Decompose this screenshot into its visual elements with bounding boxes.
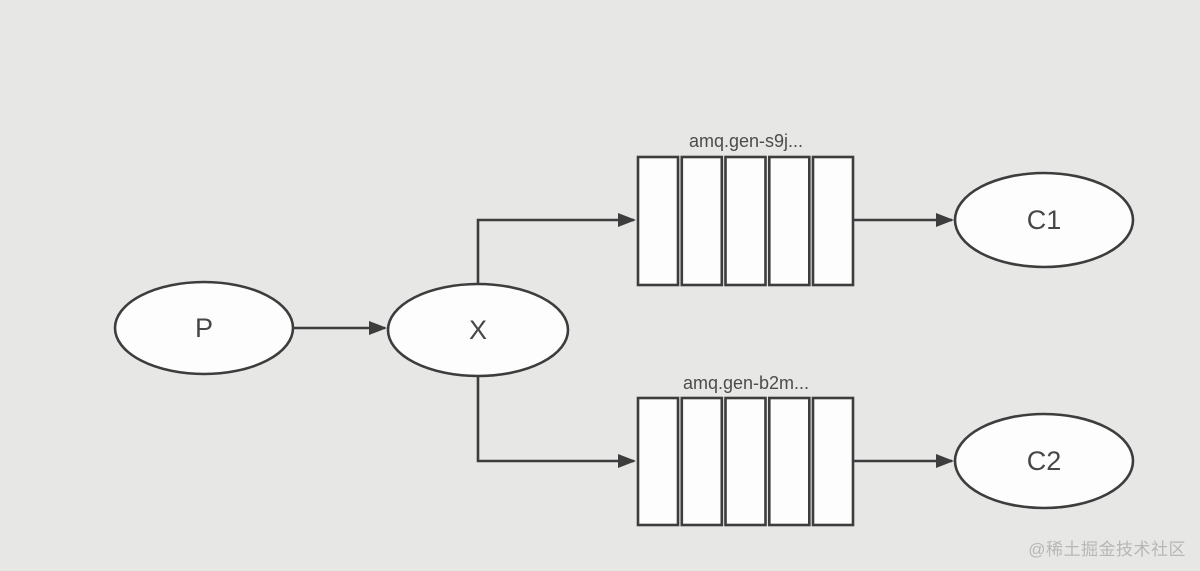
arrow-exchange-to-queue1 [476, 213, 636, 285]
consumer2-label: C2 [1027, 446, 1062, 476]
watermark-text: @稀土掘金技术社区 [1028, 540, 1186, 559]
queue1-cell [680, 155, 724, 287]
producer-label: P [195, 313, 213, 343]
arrow-exchange-to-queue2 [476, 375, 636, 468]
queue1-cell [767, 155, 811, 287]
queue1-cell [636, 155, 680, 287]
queue2-cell [680, 396, 724, 527]
queue1-cell [811, 155, 855, 287]
exchange-label: X [469, 315, 487, 345]
queue2-cell [724, 396, 767, 527]
consumer1-label: C1 [1027, 205, 1062, 235]
consumer1-node [953, 171, 1135, 269]
queue2: amq.gen-b2m... [636, 373, 855, 527]
queue2-cell [636, 396, 680, 527]
queue2-cell [811, 396, 855, 527]
queue1-label: amq.gen-s9j... [689, 131, 803, 151]
queue2-label: amq.gen-b2m... [683, 373, 809, 393]
queue1-cell [724, 155, 767, 287]
consumer2-node [953, 412, 1135, 510]
queue1: amq.gen-s9j... [636, 131, 855, 287]
queue2-cell [767, 396, 811, 527]
